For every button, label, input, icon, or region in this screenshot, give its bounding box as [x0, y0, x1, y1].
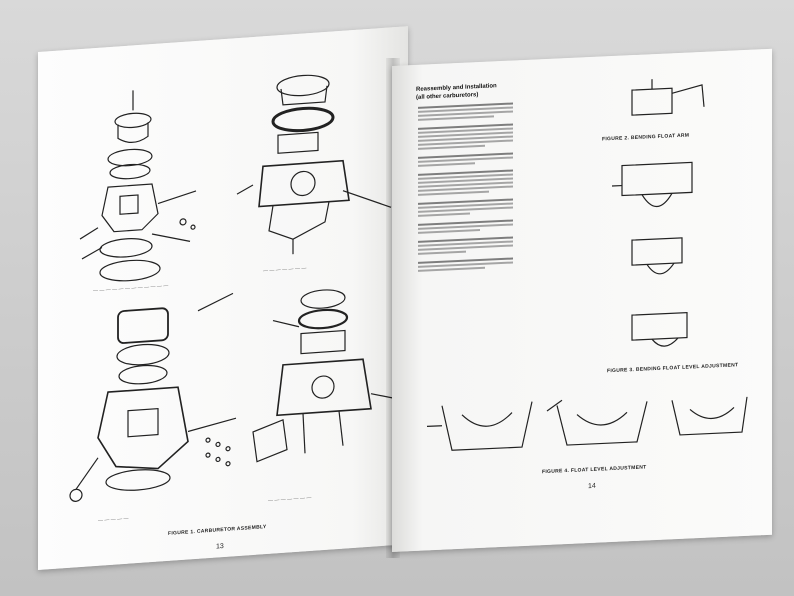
- left-page: — — — — — — — — — — — — — — — — — — — — …: [38, 26, 408, 571]
- carburetor-diagram-top-right: [236, 74, 392, 255]
- carburetor-diagram-top-left: [79, 90, 197, 282]
- float-adjustment-diagrams: [427, 396, 748, 451]
- figure-caption: FIGURE 1. CARBURETOR ASSEMBLY: [168, 524, 267, 537]
- page-number: 13: [216, 543, 224, 551]
- right-page: Reassembly and Installation (all other c…: [392, 48, 772, 553]
- diagram-label: — — — — — — —: [268, 494, 312, 504]
- section-heading: Reassembly and Installation: [416, 83, 497, 93]
- float-arm-diagram: [631, 79, 705, 116]
- figure-4-caption: FIGURE 4. FLOAT LEVEL ADJUSTMENT: [542, 464, 647, 476]
- diagram-label: — — — — —: [98, 515, 129, 524]
- carburetor-diagram-bottom-right: [252, 289, 402, 463]
- instructions-text: [418, 102, 513, 274]
- page-number: 14: [588, 482, 596, 491]
- section-subheading: (all other carburetors): [416, 92, 479, 101]
- carburetor-diagram-bottom-left: [69, 292, 237, 502]
- diagram-label: — — — — — — —: [263, 265, 307, 275]
- float-level-diagrams: [612, 161, 693, 347]
- figure-2-caption: FIGURE 2. BENDING FLOAT ARM: [602, 132, 690, 143]
